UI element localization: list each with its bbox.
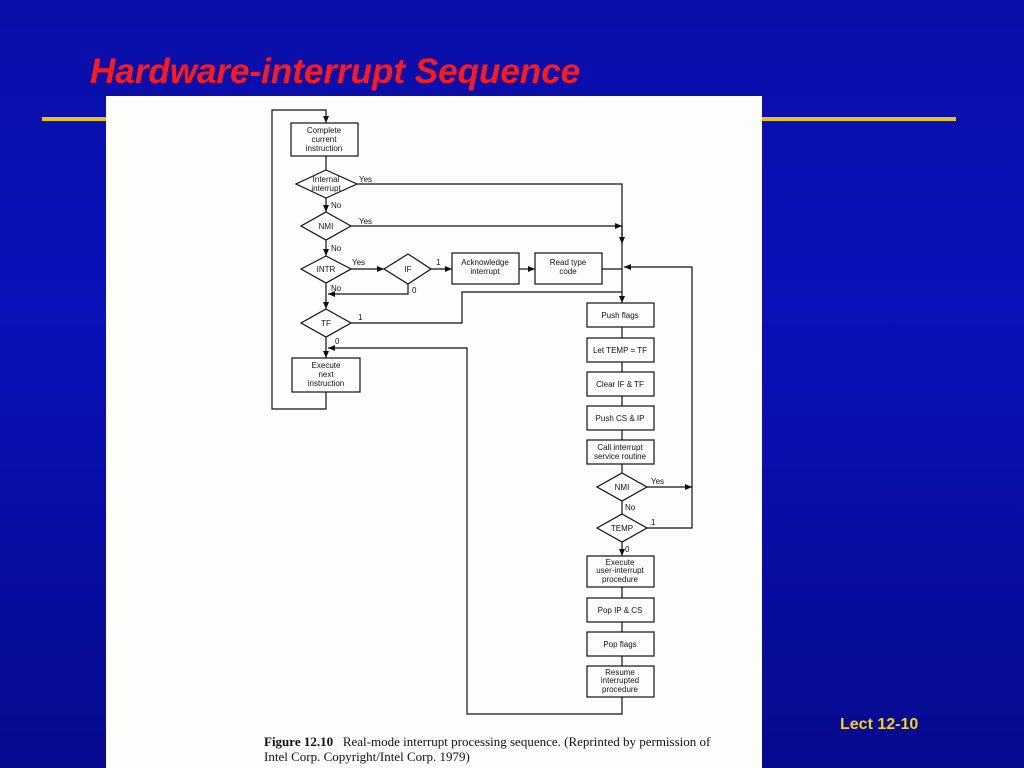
no-label-nmi-bottom: No bbox=[625, 503, 636, 512]
clear-if-tf-box bbox=[586, 371, 655, 397]
clear-if-tf-label: Clear IF & TF bbox=[596, 380, 644, 389]
execute-user-interrupt-box bbox=[586, 555, 655, 588]
call-isr-line-1: Call interrupt bbox=[597, 443, 643, 452]
call-isr-box bbox=[586, 439, 655, 465]
nmi-bottom-label: NMI bbox=[615, 483, 630, 492]
push-flags-label: Push flags bbox=[601, 311, 638, 320]
exec-user-line-3: procedure bbox=[602, 575, 639, 584]
push-flags-box bbox=[586, 302, 655, 328]
slide-footer: Lect 12-10 bbox=[840, 716, 919, 733]
title-rule-left bbox=[42, 117, 108, 121]
caption-text: Real-mode interrupt processing sequence.… bbox=[264, 734, 711, 764]
exec-next-line-2: next bbox=[318, 370, 334, 379]
complete-line-3: instruction bbox=[306, 144, 342, 153]
yes-label-internal: Yes bbox=[359, 175, 372, 184]
exec-next-line-1: Execute bbox=[312, 361, 341, 370]
internal-line-2: interrupt bbox=[311, 184, 341, 193]
pop-ip-cs-label: Pop IP & CS bbox=[598, 606, 643, 615]
ack-line-1: Acknowledge bbox=[461, 258, 509, 267]
slide-title: Hardware-interrupt Sequence bbox=[90, 52, 581, 91]
let-temp-box bbox=[586, 337, 655, 363]
figure-label: Figure 12.10 bbox=[264, 734, 334, 749]
exec-user-line-2: user-interrupt bbox=[596, 566, 644, 575]
ack-line-2: interrupt bbox=[470, 267, 500, 276]
temp-label: TEMP bbox=[611, 524, 633, 533]
no-label-intr: No bbox=[331, 284, 342, 293]
title-rule-right bbox=[760, 117, 956, 121]
call-isr-line-2: service routine bbox=[594, 452, 647, 461]
zero-label-temp: 0 bbox=[625, 545, 630, 554]
push-cs-ip-label: Push CS & IP bbox=[596, 414, 645, 423]
if-label: IF bbox=[404, 265, 411, 274]
yes-label-nmi-top: Yes bbox=[359, 217, 372, 226]
nmi-top-label: NMI bbox=[319, 222, 334, 231]
let-temp-label: Let TEMP = TF bbox=[593, 346, 647, 355]
pop-flags-box bbox=[586, 631, 655, 657]
resume-line-3: procedure bbox=[602, 685, 639, 694]
resume-line-1: Resume bbox=[605, 668, 635, 677]
exec-next-line-3: instruction bbox=[308, 379, 344, 388]
zero-label-tf: 0 bbox=[335, 337, 340, 346]
one-label-tf: 1 bbox=[358, 313, 363, 322]
resume-line-2: interrupted bbox=[601, 676, 639, 685]
tf-label: TF bbox=[321, 319, 331, 328]
intr-label: INTR bbox=[317, 265, 336, 274]
internal-line-1: Internal bbox=[313, 175, 340, 184]
complete-line-2: current bbox=[312, 135, 338, 144]
complete-instruction-box bbox=[290, 122, 359, 157]
complete-line-1: Complete bbox=[307, 126, 342, 135]
push-cs-ip-box bbox=[586, 405, 655, 431]
pop-flags-label: Pop flags bbox=[603, 640, 636, 649]
yes-label-nmi-bottom: Yes bbox=[651, 477, 664, 486]
flowchart-diagram: Complete current instruction Internal in… bbox=[271, 109, 693, 715]
yes-label-intr: Yes bbox=[352, 258, 365, 267]
no-label-nmi-top: No bbox=[331, 244, 342, 253]
read-line-2: code bbox=[559, 267, 577, 276]
resume-box bbox=[586, 665, 655, 698]
zero-label-if: 0 bbox=[412, 286, 417, 295]
one-label-temp: 1 bbox=[651, 518, 656, 527]
flowchart-figure: Complete current instruction Internal in… bbox=[106, 96, 762, 768]
exec-user-line-1: Execute bbox=[606, 558, 635, 567]
figure-caption: Figure 12.10 Real-mode interrupt process… bbox=[264, 734, 724, 764]
pop-ip-cs-box bbox=[586, 597, 655, 623]
one-label-if: 1 bbox=[436, 258, 441, 267]
read-line-1: Read type bbox=[550, 258, 587, 267]
no-label-internal: No bbox=[331, 201, 342, 210]
